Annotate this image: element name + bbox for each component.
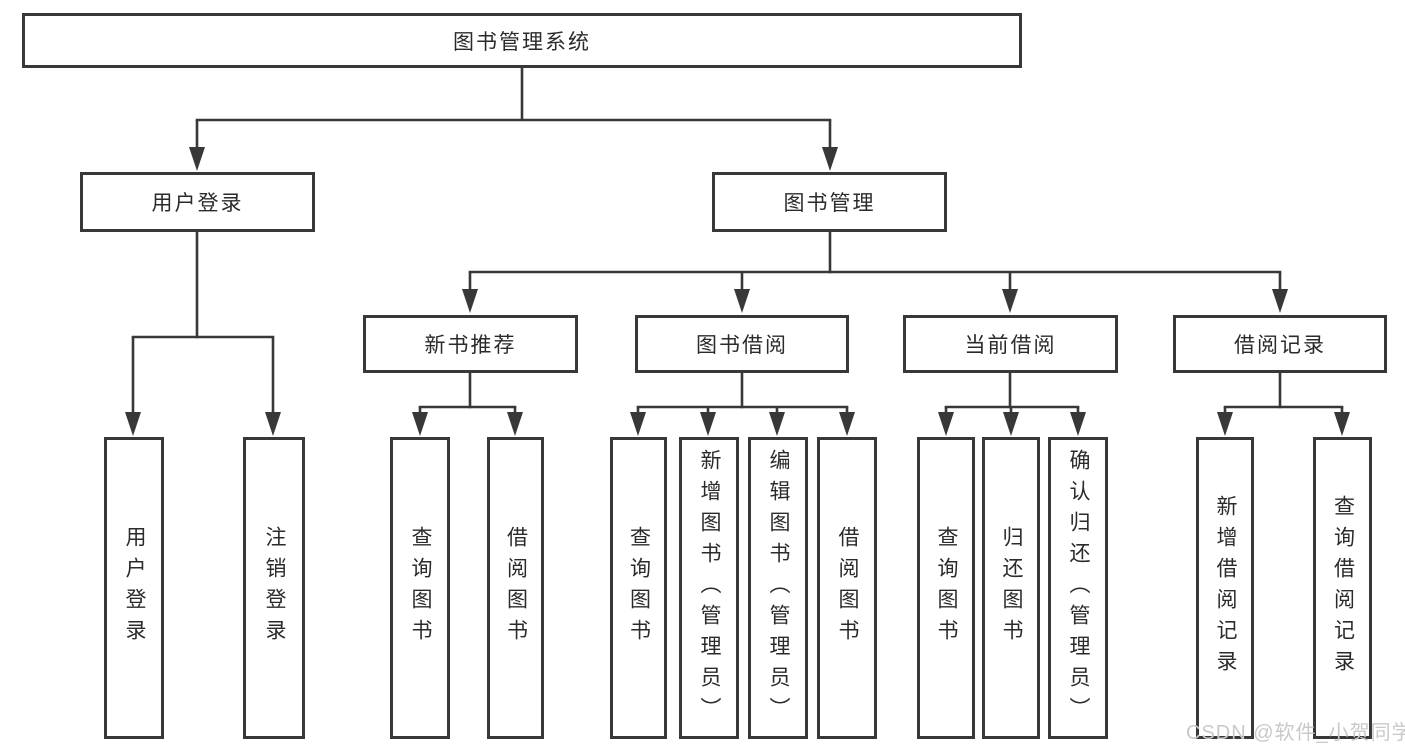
leaf-borrow-books: 借阅图书 [817,437,877,739]
node-label: 图书管理 [783,192,876,215]
node-new-book-recommend: 新书推荐 [363,315,578,373]
leaf-confirm-return-admin: 确认归还（管理员） [1048,437,1108,739]
leaf-query-books-borrow: 查询图书 [610,437,667,739]
leaf-label: 注销登录 [263,526,287,650]
node-label: 借阅记录 [1234,334,1326,357]
leaf-label: 查询图书 [409,526,433,650]
leaf-logout: 注销登录 [243,437,305,739]
node-label: 新书推荐 [424,334,517,357]
leaf-query-borrow-record: 查询借阅记录 [1313,437,1372,739]
node-label: 图书管理系统 [453,30,591,54]
leaf-label: 归还图书 [1000,526,1024,650]
leaf-label: 编辑图书（管理员） [767,448,791,728]
leaf-label: 新增图书（管理员） [698,448,722,728]
leaf-label: 借阅图书 [836,526,860,650]
node-book-borrow: 图书借阅 [635,315,849,373]
leaf-borrow-books-recommend: 借阅图书 [487,437,544,739]
leaf-query-books-current: 查询图书 [917,437,975,739]
node-user-login: 用户登录 [80,172,315,232]
leaf-add-book-admin: 新增图书（管理员） [679,437,739,739]
leaf-edit-book-admin: 编辑图书（管理员） [748,437,808,739]
leaf-query-books-recommend: 查询图书 [390,437,450,739]
leaf-label: 确认归还（管理员） [1067,448,1091,728]
node-label: 当前借阅 [964,334,1057,357]
node-borrow-records: 借阅记录 [1173,315,1387,373]
node-label: 用户登录 [151,192,244,215]
node-library-management-system: 图书管理系统 [22,13,1022,68]
node-book-management: 图书管理 [712,172,947,232]
leaf-user-login: 用户登录 [104,437,164,739]
leaf-return-book: 归还图书 [982,437,1040,739]
leaf-label: 新增借阅记录 [1214,495,1238,681]
node-label: 图书借阅 [696,334,788,357]
leaf-add-borrow-record: 新增借阅记录 [1196,437,1254,739]
leaf-label: 查询图书 [935,526,959,650]
node-current-borrow: 当前借阅 [903,315,1118,373]
leaf-label: 查询图书 [627,526,651,650]
csdn-watermark: CSDN @软件_小贺同学 [1186,722,1405,744]
leaf-label: 借阅图书 [504,526,528,650]
leaf-label: 查询借阅记录 [1331,495,1355,681]
leaf-label: 用户登录 [123,526,147,650]
